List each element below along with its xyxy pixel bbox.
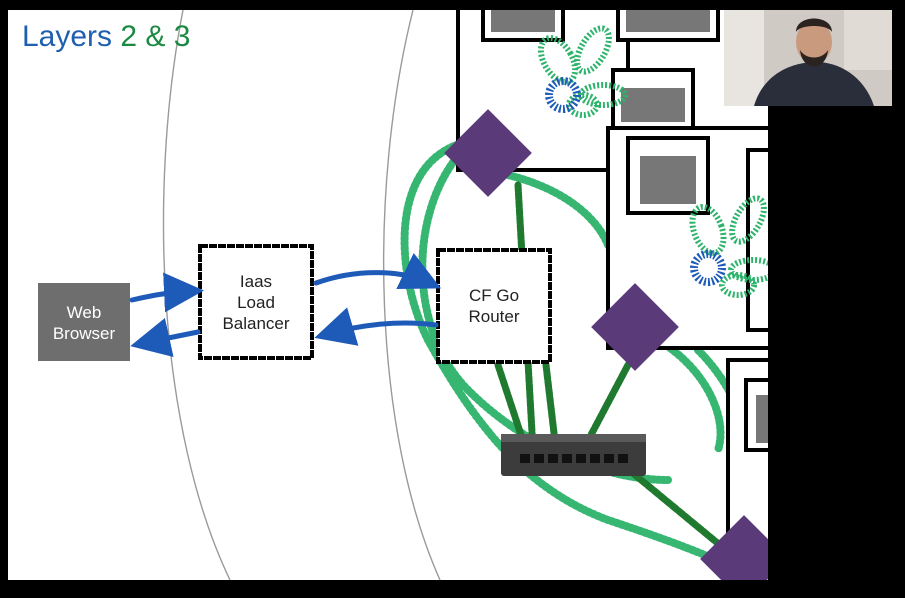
router-diamond-middle [591,283,679,371]
arrow-router-to-lb [314,307,439,346]
network-diagram [38,10,768,580]
slide-title-layers: Layers [22,20,113,53]
web-browser-box [38,283,130,361]
flower-center-right [690,250,726,286]
layer-arc-outer [382,10,441,580]
load-balancer-box [198,244,314,360]
server-screens [491,10,768,443]
router-diamond-bottom [700,515,768,580]
network-switch [501,434,646,476]
slide-canvas: Layers 2 & 3 Web Browser Iaas Load Balan… [8,10,768,580]
arrow-lb-to-router [313,252,442,289]
arrow-lb-to-browser [130,317,201,358]
flower-center-top [545,77,581,113]
request-arrows [129,252,442,358]
presenter-webcam [724,10,892,106]
go-router-box [436,248,552,364]
web-browser-label: Web Browser [52,303,116,343]
slide-title-numbers: 2 & 3 [120,20,191,53]
arrow-browser-to-lb [129,272,204,313]
router-diamond-top [444,109,532,197]
load-balancer-label: Iaas Load Balancer [222,272,290,333]
slide-title: Layers 2 & 3 [22,20,190,54]
go-router-label: CF Go Router [468,286,520,326]
